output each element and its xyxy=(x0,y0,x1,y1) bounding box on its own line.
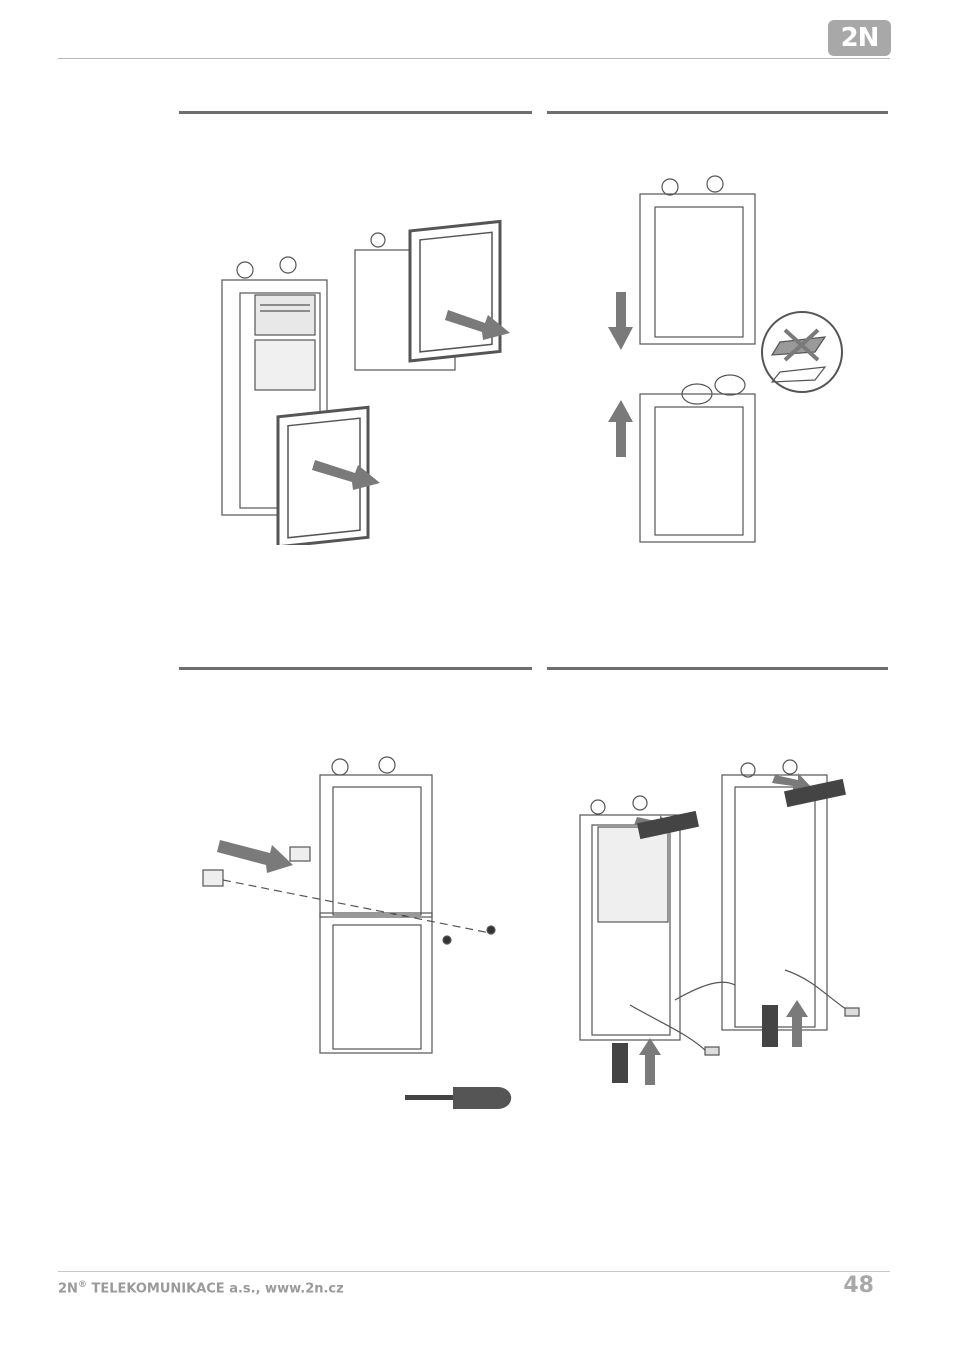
connector-screws-illustration xyxy=(195,755,525,1120)
footer-rule xyxy=(58,1271,890,1272)
section-rule-bottom-right xyxy=(547,667,888,670)
remove-panels-illustration xyxy=(200,215,520,545)
header-rule xyxy=(58,58,890,59)
screwdriver-icon xyxy=(405,1087,511,1109)
footer-company-text: TELEKOMUNIKACE a.s., www.2n.cz xyxy=(87,1281,344,1296)
clips-cables-illustration xyxy=(570,755,870,1095)
footer-brand: 2N xyxy=(58,1281,78,1296)
brand-logo: 2N xyxy=(828,20,891,56)
registered-mark: ® xyxy=(78,1280,87,1290)
section-rule-top-left xyxy=(179,111,532,114)
section-rule-bottom-left xyxy=(179,667,532,670)
footer-company: 2N® TELEKOMUNIKACE a.s., www.2n.cz xyxy=(58,1280,344,1296)
page-number: 48 xyxy=(843,1273,874,1298)
stack-frames-illustration xyxy=(600,172,850,547)
section-rule-top-right xyxy=(547,111,888,114)
